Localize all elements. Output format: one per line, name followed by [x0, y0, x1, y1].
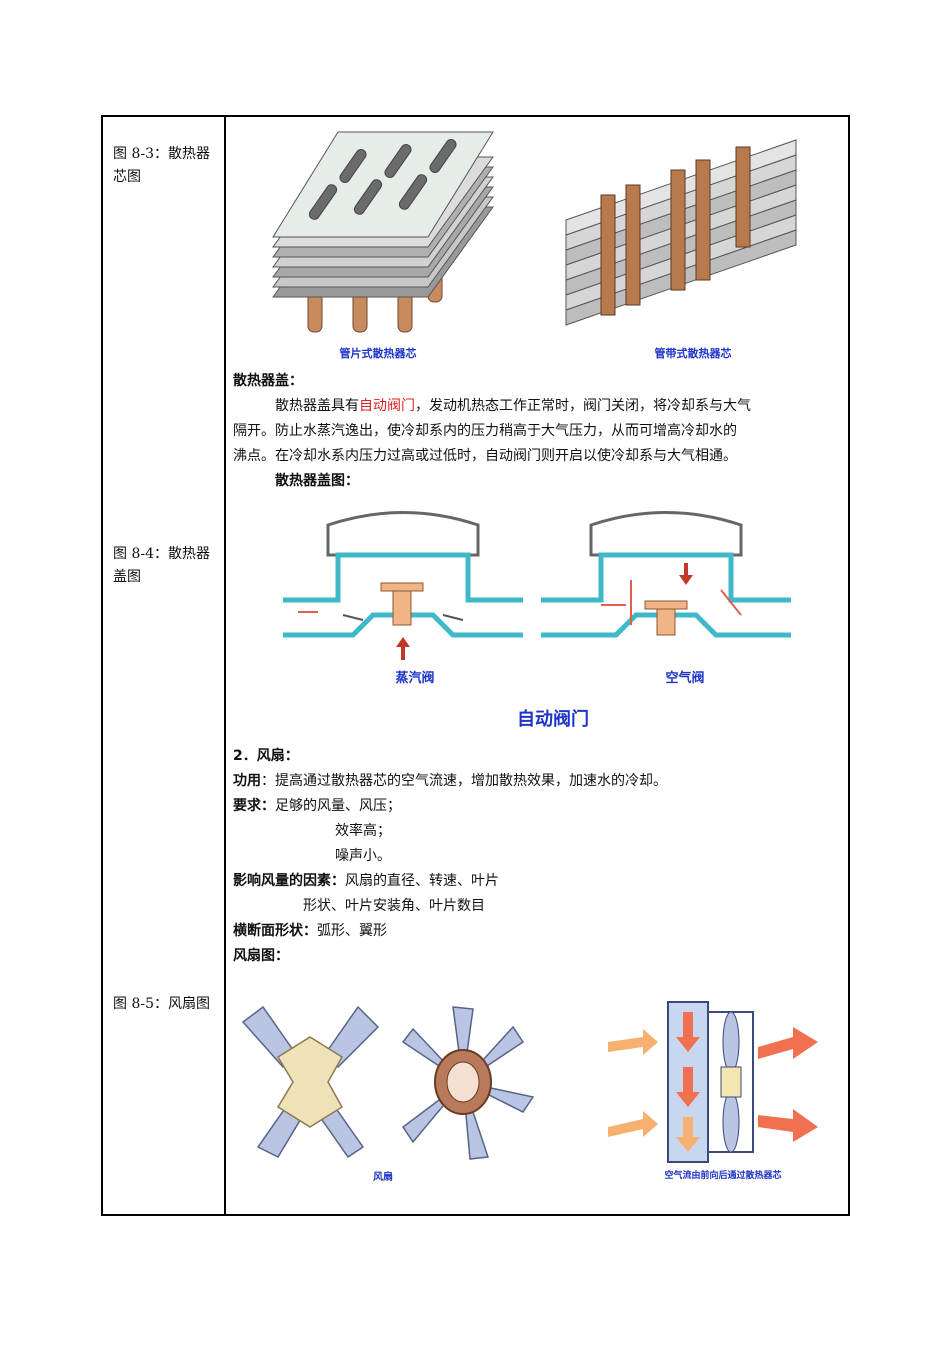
auto-valve-highlight: 自动阀门 — [359, 398, 415, 414]
figure-label-8-4: 图 8-4：散热器盖图 — [113, 546, 210, 585]
fan-diagram-heading: 风扇图： — [233, 948, 289, 964]
column-divider — [224, 117, 226, 1214]
cap-text-after: ，发动机热态工作正常时，阀门关闭，将冷却系与大气 — [415, 398, 751, 414]
fan-requirement-3: 噪声小。 — [335, 848, 391, 864]
cap-paragraph-line2: 隔开。防止水蒸汽逸出，使冷却系内的压力稍高于大气压力，从而可增高冷却水的 — [233, 423, 737, 439]
fan-requirement-line: 要求：足够的风量、风压； — [233, 793, 401, 819]
cap-paragraph-line3: 沸点。在冷却水系内压力过高或过低时，自动阀门则开启以使冷却系与大气相通。 — [233, 448, 737, 464]
fan-requirement-text: 足够的风量、风压； — [275, 798, 401, 814]
caption-fan: 风扇 — [373, 1172, 393, 1183]
fan-function-label: 功用 — [233, 773, 261, 789]
fan-factor-line: 影响风量的因素：风扇的直径、转速、叶片 — [233, 868, 499, 894]
figure-label-8-3: 图 8-3：散热器芯图 — [113, 146, 210, 185]
auto-valve-title: 自动阀门 — [517, 709, 589, 730]
caption-tube-fin: 管片式散热器芯 — [339, 347, 417, 360]
caption-steam-valve: 蒸汽阀 — [395, 671, 435, 686]
fan-requirement-2: 效率高； — [335, 823, 391, 839]
cap-text-before: 散热器盖具有 — [275, 398, 359, 414]
caption-airflow: 空气流由前向后通过散热器芯 — [664, 1171, 782, 1181]
fan-heading: 2．风扇： — [233, 748, 299, 764]
fan-shape-text: 弧形、翼形 — [317, 923, 387, 939]
figure-label-8-5: 图 8-5：风扇图 — [113, 996, 210, 1012]
fan-shape-label: 横断面形状： — [233, 923, 317, 939]
caption-air-valve: 空气阀 — [665, 671, 705, 686]
fan-illustration — [241, 1005, 535, 1160]
airflow-through-core-illustration — [608, 1001, 818, 1163]
content-table: 图 8-3：散热器芯图 图 8-4：散热器盖图 图 8-5：风扇图 管 — [101, 115, 850, 1216]
fan-factor-label: 影响风量的因素： — [233, 873, 345, 889]
air-valve-diagram — [541, 511, 791, 638]
fan-factor-line2: 形状、叶片安装角、叶片数目 — [303, 898, 485, 914]
cap-heading: 散热器盖： — [233, 373, 303, 389]
tube-fin-core-illustration — [272, 131, 494, 333]
steam-valve-diagram — [283, 511, 523, 660]
cap-paragraph-line1: 散热器盖具有自动阀门，发动机热态工作正常时，阀门关闭，将冷却系与大气 — [275, 393, 751, 419]
fan-shape-line: 横断面形状：弧形、翼形 — [233, 918, 387, 944]
fan-factor-text: 风扇的直径、转速、叶片 — [345, 873, 499, 889]
fan-requirement-label: 要求： — [233, 798, 275, 814]
fan-function-text: ：提高通过散热器芯的空气流速，增加散热效果，加速水的冷却。 — [261, 773, 667, 789]
tube-belt-core-illustration — [565, 139, 797, 326]
caption-tube-belt: 管带式散热器芯 — [654, 347, 732, 360]
fan-function-line: 功用：提高通过散热器芯的空气流速，增加散热效果，加速水的冷却。 — [233, 768, 667, 794]
cap-diagram-heading: 散热器盖图： — [275, 473, 359, 489]
